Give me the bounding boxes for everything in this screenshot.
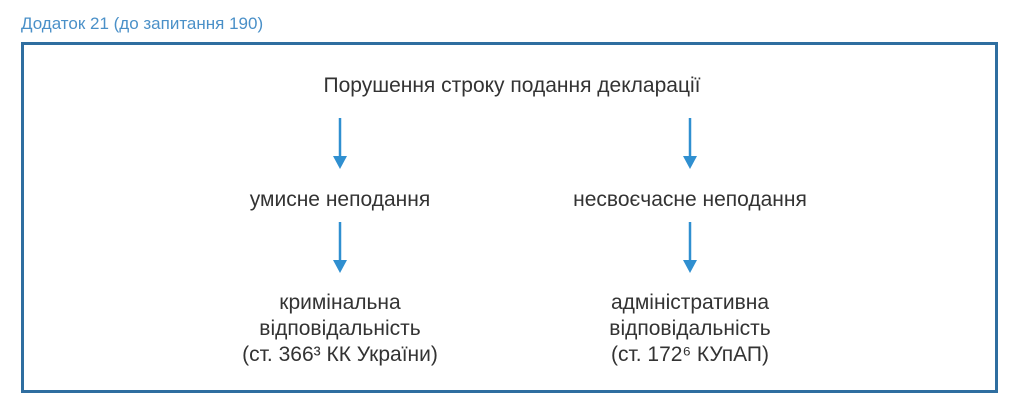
leaf-right-line-2: відповідальність bbox=[609, 317, 771, 340]
leaf-right-line-3: (ст. 172⁶ КУпАП) bbox=[610, 343, 770, 366]
leaf-right: адміністративна відповідальність (ст. 17… bbox=[540, 290, 840, 368]
branch-right-label: несвоєчасне неподання bbox=[573, 188, 807, 211]
leaf-left-line-2: відповідальність bbox=[259, 317, 421, 340]
leaf-right-line-1: адміністративна bbox=[610, 291, 770, 314]
root-node: Порушення строку подання декларації bbox=[323, 74, 701, 97]
leaf-left-line-1: кримінальна bbox=[279, 291, 401, 314]
appendix-caption: Додаток 21 (до запитання 190) bbox=[21, 14, 264, 33]
leaf-left-line-3: (ст. 366³ КК України) bbox=[242, 343, 438, 366]
branch-left-label: умисне неподання bbox=[249, 188, 431, 211]
diagram-frame bbox=[21, 42, 998, 393]
leaf-left: кримінальна відповідальність (ст. 366³ К… bbox=[190, 290, 490, 368]
